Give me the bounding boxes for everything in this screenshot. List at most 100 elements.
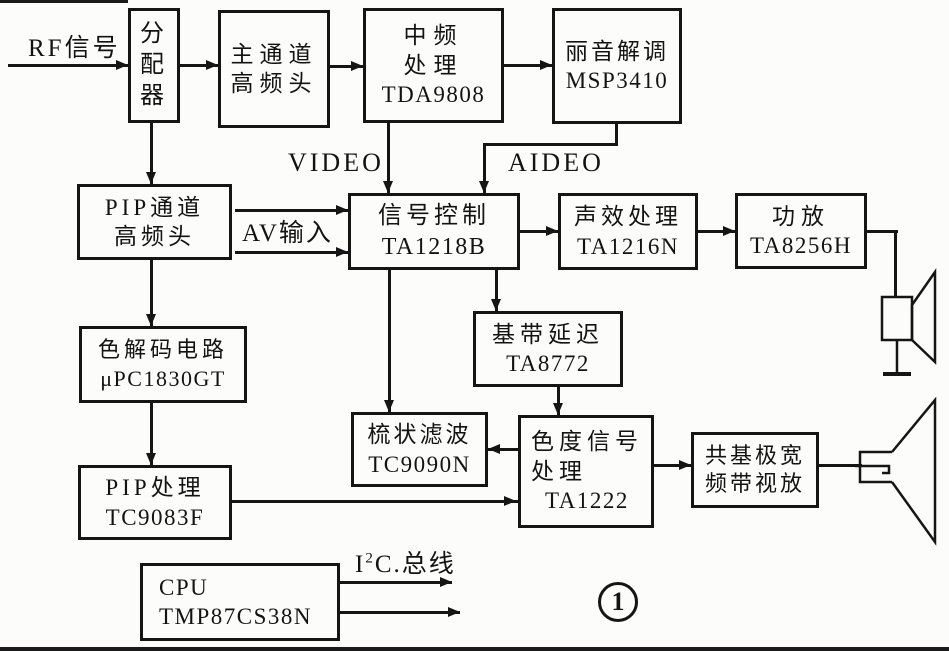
arrowhead <box>146 172 156 184</box>
connector-amp-to-speaker-horiz <box>867 230 898 233</box>
arrowhead <box>546 226 558 236</box>
connector-signal-to-delay <box>495 270 498 311</box>
connector-av-input-bottom <box>235 251 348 254</box>
block-label: 共基极宽 <box>704 442 805 468</box>
block-label: 高频头 <box>230 71 318 96</box>
block-label: TC9083F <box>105 504 205 530</box>
label-rf-input: RF信号 <box>28 35 121 62</box>
block-cpu: CPU TMP87CS38N <box>140 563 340 641</box>
block-baseband-delay: 基带延迟 TA8772 <box>473 311 623 387</box>
block-label: TA1216N <box>577 233 679 259</box>
connector-i2c-top <box>340 581 452 584</box>
block-label: 中频 <box>403 23 464 49</box>
block-sound-processor: 声效处理 TA1216N <box>558 193 698 270</box>
arrowhead <box>146 314 156 326</box>
i2c-superscript: 2 <box>365 550 375 567</box>
block-label: 色解码电路 <box>97 337 228 363</box>
block-power-amp: 功放 TA8256H <box>735 193 867 269</box>
block-label: 功放 <box>772 203 830 229</box>
block-signal-control: 信号控制 TA1218B <box>348 193 520 270</box>
arrowhead <box>553 403 563 415</box>
arrowhead <box>504 496 516 506</box>
connector-decoder-to-pip-proc <box>150 403 153 465</box>
label-video: VIDEO <box>288 148 384 177</box>
block-label: TA1222 <box>545 488 629 514</box>
connector-splitter-to-main-tuner <box>180 64 218 67</box>
block-label: 频带视放 <box>704 471 805 496</box>
connector-signal-to-sound <box>520 230 558 233</box>
block-label: MSP3410 <box>565 68 669 93</box>
arrowhead <box>440 577 452 587</box>
block-comb-filter: 梳状滤波 TC9090N <box>351 412 488 487</box>
connector-splitter-to-pip-tuner <box>150 123 153 184</box>
block-label: μPC1830GT <box>100 365 226 391</box>
block-label: 处理 <box>403 52 464 78</box>
block-label: 器 <box>140 82 168 109</box>
block-label: PIP通道 <box>104 194 205 220</box>
label-av-input: AV输入 <box>242 220 333 247</box>
block-nicam-demod: 丽音解调 MSP3410 <box>552 8 682 124</box>
connector-chroma-to-videoamp <box>654 464 691 467</box>
block-color-decoder: 色解码电路 μPC1830GT <box>79 326 247 403</box>
block-label: TMP87CS38N <box>159 604 313 629</box>
arrowhead <box>448 607 460 617</box>
connector-aideo-horiz <box>483 143 618 146</box>
label-i2c-bus: I2C.总线 <box>355 544 456 580</box>
block-label: 分 <box>140 21 168 48</box>
arrowhead <box>336 247 348 257</box>
crt-icon <box>855 396 937 546</box>
connector-sound-to-amp <box>698 230 735 233</box>
block-pip-processor: PIP处理 TC9083F <box>78 465 232 540</box>
arrowhead <box>479 181 489 193</box>
block-label: 丽音解调 <box>565 38 669 64</box>
connector-if-to-nicam <box>504 64 552 67</box>
arrowhead <box>146 453 156 465</box>
connector-pip-tuner-to-decoder <box>150 260 153 326</box>
block-label: 配 <box>140 52 168 79</box>
arrowhead <box>206 60 218 70</box>
block-label: 处理 <box>531 458 587 484</box>
block-chroma-processor: 色度信号 处理 TA1222 <box>518 415 654 528</box>
scan-artifact <box>0 0 128 3</box>
arrowhead <box>336 205 348 215</box>
connector-signal-to-comb <box>388 270 391 412</box>
connector-pip-proc-to-chroma <box>232 500 518 503</box>
block-label: TC9090N <box>368 451 471 477</box>
block-if-processor: 中频 处理 TDA9808 <box>363 8 504 123</box>
arrowhead <box>723 226 735 236</box>
block-label: TA8256H <box>750 233 852 258</box>
connector-video <box>387 123 390 193</box>
block-label: CPU <box>159 574 209 600</box>
block-label: 主通道 <box>230 41 318 67</box>
block-label: PIP处理 <box>105 475 205 501</box>
arrowhead <box>679 460 691 470</box>
figure-number-badge: 1 <box>598 582 638 622</box>
block-label: TA8772 <box>506 351 590 376</box>
arrowhead <box>384 400 394 412</box>
arrowhead <box>488 444 500 454</box>
arrowhead <box>491 299 501 311</box>
block-label: TA1218B <box>381 233 487 260</box>
block-splitter: 分 配 器 <box>128 8 180 123</box>
block-label: 信号控制 <box>378 202 490 229</box>
block-label: 声效处理 <box>574 204 682 230</box>
arrowhead <box>116 60 128 70</box>
block-label: 基带延迟 <box>492 321 604 347</box>
i2c-rest: C.总线 <box>374 551 456 578</box>
connector-chroma-to-comb <box>488 448 518 451</box>
arrowhead <box>383 181 393 193</box>
connector-videoamp-to-crt <box>819 464 862 467</box>
arrowhead <box>351 61 363 71</box>
speaker-icon <box>880 268 937 376</box>
connector-delay-to-chroma <box>557 387 560 415</box>
block-main-tuner: 主通道 高频头 <box>218 10 330 128</box>
block-label: TDA9808 <box>381 82 486 108</box>
figure-number: 1 <box>611 587 625 616</box>
block-label: 色度信号 <box>531 429 643 455</box>
block-pip-tuner: PIP通道 高频头 <box>77 184 232 260</box>
connector-av-input-top <box>235 209 348 212</box>
i2c-base: I <box>355 551 366 578</box>
connector-i2c-bottom <box>340 611 460 614</box>
block-label: 高频头 <box>114 224 195 249</box>
